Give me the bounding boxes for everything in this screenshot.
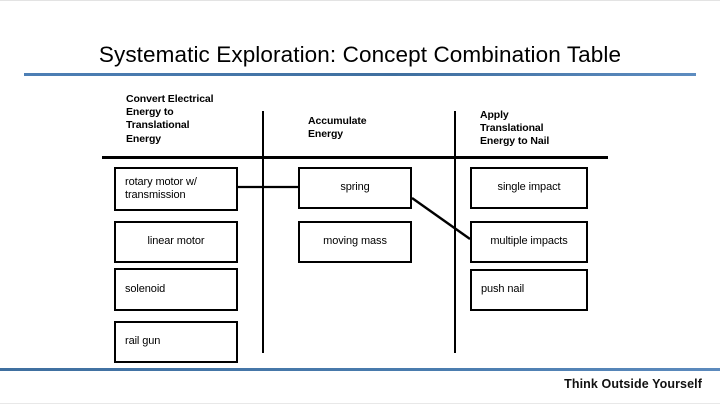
column-header-accumulate-energy: Accumulate Energy — [308, 115, 367, 141]
footer-baseline — [0, 403, 720, 404]
footer-rule — [0, 368, 720, 371]
concept-box-linear-motor[interactable]: linear motor — [114, 221, 238, 263]
title-block: Systematic Exploration: Concept Combinat… — [24, 41, 696, 81]
connector-spring-to-multiple-impacts — [411, 197, 471, 240]
concept-box-moving-mass[interactable]: moving mass — [298, 221, 412, 263]
concept-box-rotary-motor[interactable]: rotary motor w/ transmission — [114, 167, 238, 211]
column-header-convert-electrical-energy: Convert Electrical Energy to Translation… — [126, 93, 214, 145]
column-divider-1 — [262, 111, 264, 353]
concept-box-solenoid[interactable]: solenoid — [114, 268, 238, 311]
page-title: Systematic Exploration: Concept Combinat… — [98, 42, 622, 67]
column-header-apply-translational-energy: Apply Translational Energy to Nail — [480, 109, 550, 148]
column-divider-2 — [454, 111, 456, 353]
footer-tagline: Think Outside Yourself — [564, 377, 702, 391]
concept-box-rail-gun[interactable]: rail gun — [114, 321, 238, 363]
concept-box-multiple-impacts[interactable]: multiple impacts — [470, 221, 588, 263]
concept-box-push-nail[interactable]: push nail — [470, 269, 588, 311]
concept-box-spring[interactable]: spring — [298, 167, 412, 209]
concept-box-single-impact[interactable]: single impact — [470, 167, 588, 209]
header-separator-rule — [102, 156, 608, 159]
title-underline-rule — [24, 73, 696, 76]
